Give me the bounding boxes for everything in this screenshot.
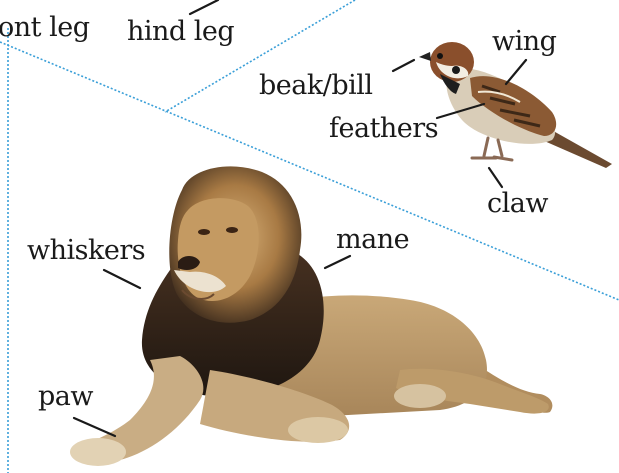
leader-mane [325, 256, 350, 268]
lion-illustration [70, 166, 552, 466]
label-beak-bill: beak/bill [259, 72, 373, 99]
lion-paw [70, 438, 126, 466]
lion-eye-left [198, 229, 210, 235]
label-hind-leg: hind leg [127, 18, 234, 45]
label-wing: wing [492, 28, 556, 55]
sparrow-illustration [419, 42, 612, 168]
lion-paw-right [288, 417, 348, 443]
sparrow-cheek-spot [452, 66, 460, 74]
leader-whiskers [104, 270, 140, 288]
leader-wing [506, 60, 526, 84]
label-claw: claw [487, 190, 548, 217]
leader-beak-bill [393, 60, 414, 71]
label-mane: mane [336, 226, 409, 253]
sparrow-eye [437, 53, 443, 59]
sparrow-beak [419, 52, 431, 61]
leader-hind-leg [190, 0, 218, 14]
label-paw: paw [38, 383, 93, 410]
lion-eye-right [226, 227, 238, 233]
label-whiskers: whiskers [27, 237, 145, 264]
lion-hind-paw [394, 384, 446, 408]
leader-paw [74, 418, 115, 436]
label-feathers: feathers [329, 115, 438, 142]
leader-claw [489, 168, 502, 187]
label-front-leg: ont leg [0, 14, 89, 41]
